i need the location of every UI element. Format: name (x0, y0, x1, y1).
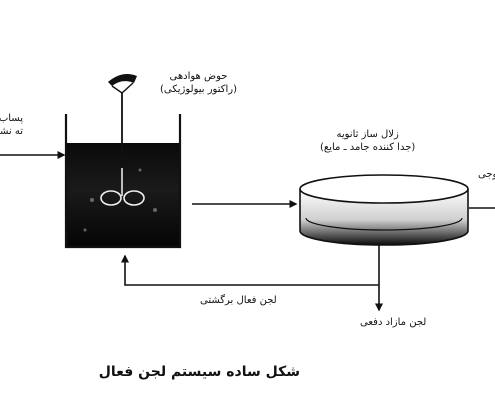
effluent-text: وجی (478, 169, 495, 180)
aeration-tank-title: حوض هوادهی (169, 71, 228, 82)
aeration-tank-subtitle: (راکتور بیولوژیکی) (160, 84, 238, 95)
aeration-tank (64, 114, 182, 249)
influent-label-line1: پساب خر (0, 113, 23, 124)
figure-caption: شکل ساده سیستم لجن فعال (98, 364, 300, 380)
mixer-icon (100, 74, 145, 206)
excess-sludge-label: لجن مازاد دفعی (360, 316, 426, 329)
clarifier-label: زلال ساز ثانویه (جدا کننده جامد ـ مایع) (320, 128, 415, 154)
secondary-clarifier (299, 174, 469, 246)
influent-label: پساب خر ته نشی (0, 112, 23, 138)
return-sludge-label: لجن فعال برگشتی (200, 294, 277, 307)
return-sludge-text: لجن فعال برگشتی (200, 295, 277, 306)
clarifier-subtitle: (جدا کننده جامد ـ مایع) (320, 142, 416, 153)
influent-label-line2: ته نشی (0, 126, 23, 137)
return-sludge-line (121, 254, 379, 286)
aeration-tank-label: حوض هوادهی (راکتور بیولوژیکی) (160, 70, 237, 96)
clarifier-title: زلال ساز ثانویه (336, 129, 399, 140)
effluent-label: وجی (478, 168, 495, 181)
excess-sludge-text: لجن مازاد دفعی (360, 317, 427, 328)
